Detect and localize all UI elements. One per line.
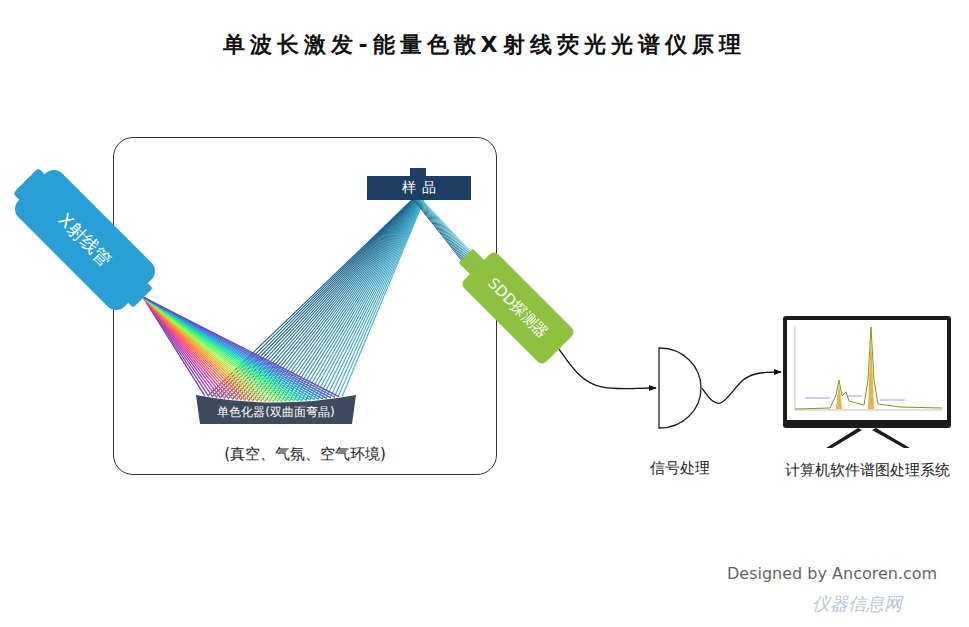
signal-outline [659,348,701,428]
signal-processor: 信号处理 [658,347,702,429]
credit-note: Designed by Ancoren.com [727,564,937,583]
signal-arrow [559,349,656,389]
crystal-body [196,395,356,424]
fluorescence-beam [417,200,465,258]
fluorescence-beam [414,200,462,261]
fluorescence-beam [420,200,469,254]
sample-holder: 样品 [367,176,471,200]
reflected-beam [334,200,423,397]
reflected-beam [314,200,422,400]
xray-tube: X射线管 [10,165,160,315]
reflected-beam [240,200,415,400]
node-label: SDD探测器 [484,274,552,342]
reflected-beam [310,200,421,400]
reflected-beam [326,200,423,398]
monitor-stand [826,428,910,448]
reflected-beam [293,200,419,401]
sample-chamber: (真空、气氛、空气环境) 样品单色化器(双曲面弯晶) [113,137,497,475]
node-label: 单色化器(双曲面弯晶) [217,404,334,421]
signal-arrow [702,372,781,403]
node-label: 计算机软件谱图处理系统 [785,461,950,480]
reflected-beam [236,200,414,400]
chart-axis [795,326,796,410]
chart-axis [795,410,942,411]
reflected-beam [297,200,420,401]
reflected-beam [277,200,418,401]
reflected-beam [318,200,422,399]
reflected-beam [289,200,419,401]
fluorescence-beam [421,200,470,254]
fluorescence-beam [416,200,464,259]
peak-marks [805,396,905,400]
reflected-beam [306,200,421,400]
spectrum-line [795,327,942,409]
monochromator-crystal: 单色化器(双曲面弯晶) [196,392,356,424]
sample-tab [410,168,426,176]
fluorescence-beam [418,200,467,256]
monitor-drawing [783,316,951,448]
node-label: (真空、气氛、空气环境) [224,445,386,464]
fluorescence-beam [421,200,470,253]
reflected-beam [301,200,420,401]
fluorescence-beam [415,200,463,260]
monitor-bezel [783,316,951,428]
reflected-beam [342,200,424,396]
diagram-title: 单波长激发-能量色散X射线荧光光谱仪原理 [0,30,969,60]
d-shape [658,347,702,429]
reflected-beam [269,200,418,401]
fluorescence-beam [422,200,471,252]
spectrum-peak [836,330,874,409]
x-ray-beams [143,200,471,401]
reflected-beam [338,200,424,397]
monitor-screen [787,320,947,420]
reflected-beam [322,200,422,399]
watermark: 仪器信息网 [812,592,902,616]
node-label: 信号处理 [650,459,710,478]
fluorescence-beam [415,200,463,259]
node-label: X射线管 [53,208,117,272]
reflected-beam [330,200,423,398]
sdd-detector: SDD探测器 [460,250,576,366]
excitation-beam [143,297,339,397]
computer-monitor: 计算机软件谱图处理系统 [783,316,951,428]
fluorescence-beam [418,200,466,257]
fluorescence-beam [419,200,468,255]
node-label: 样品 [396,179,442,197]
